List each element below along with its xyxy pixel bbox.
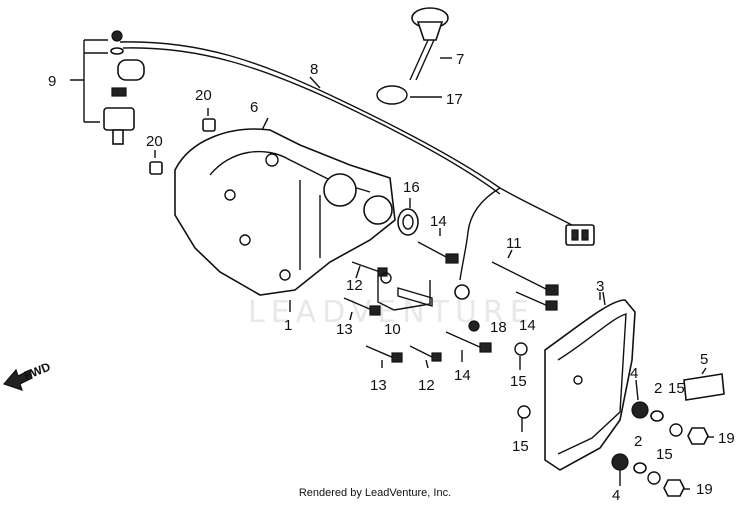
callout-12b: 12 — [418, 377, 435, 394]
washer-12 — [380, 272, 392, 284]
callout-17: 17 — [446, 91, 463, 108]
harness-connector — [565, 224, 595, 246]
washer-top — [110, 47, 124, 55]
callout-14c: 14 — [454, 367, 471, 384]
callout-11: 11 — [506, 235, 522, 252]
callout-3: 3 — [596, 278, 604, 295]
forward-arrow-icon: FWD — [2, 359, 53, 391]
callout-13b: 13 — [370, 377, 387, 394]
callout-6: 6 — [250, 99, 258, 116]
o-ring-17 — [376, 85, 408, 105]
callout-14a: 14 — [430, 213, 447, 230]
nut-19a — [687, 427, 709, 445]
callout-9: 9 — [48, 73, 56, 90]
switch-cap — [117, 59, 145, 81]
callout-7: 7 — [456, 51, 464, 68]
collar-2a — [650, 410, 664, 422]
dowel-pin-20a — [202, 118, 216, 132]
switch-thread — [112, 129, 124, 145]
wire-harness-8 — [119, 41, 586, 281]
callout-15b: 15 — [512, 438, 529, 455]
callout-15d: 15 — [656, 446, 673, 463]
callout-2b: 2 — [634, 433, 642, 450]
bolt-12b — [409, 345, 442, 362]
callout-2a: 2 — [654, 380, 662, 397]
dowel-pin-20b — [149, 161, 163, 175]
footer-credit: Rendered by LeadVenture, Inc. — [298, 487, 452, 499]
callout-12a: 12 — [346, 277, 363, 294]
label-plate-5 — [683, 373, 725, 401]
bolt-14a — [417, 241, 459, 264]
watermark: LEADVENTURE — [248, 295, 535, 330]
bolt-12a — [351, 261, 388, 277]
callout-13a: 13 — [336, 321, 353, 338]
callout-15c: 15 — [668, 380, 685, 397]
washer-15a — [514, 342, 528, 356]
callout-1: 1 — [284, 317, 292, 334]
switch-terminal — [111, 87, 127, 97]
callout-15a: 15 — [510, 373, 527, 390]
collar-2b — [633, 462, 647, 474]
callout-18: 18 — [490, 319, 507, 336]
callout-19b: 19 — [696, 481, 713, 498]
callout-4a: 4 — [630, 365, 638, 382]
callout-16: 16 — [403, 179, 420, 196]
wire-grommet — [454, 284, 470, 300]
sprocket-cover — [544, 299, 636, 471]
callout-10: 10 — [384, 321, 401, 338]
callout-8: 8 — [310, 61, 318, 78]
bolt-11 — [491, 261, 559, 296]
callout-5: 5 — [700, 351, 708, 368]
washer-15d — [647, 471, 661, 485]
washer-15b — [517, 405, 531, 419]
washer-15c — [669, 423, 683, 437]
bolt-13b — [365, 345, 403, 363]
wire-clamp — [397, 287, 433, 307]
collar-4a — [631, 401, 649, 419]
callout-4b: 4 — [612, 487, 620, 504]
nut-19b — [663, 479, 685, 497]
fwd-label: FWD — [22, 359, 53, 382]
bolt-14b — [515, 291, 558, 311]
nut-18 — [468, 320, 480, 332]
bolt-13a — [343, 297, 381, 316]
oil-seal-16 — [397, 208, 419, 236]
neutral-switch — [103, 107, 135, 131]
bolt-14c — [445, 331, 492, 353]
crankcase-cover — [174, 128, 396, 296]
callout-14b: 14 — [519, 317, 536, 334]
callout-19a: 19 — [718, 430, 735, 447]
callout-20b: 20 — [146, 133, 163, 150]
callout-20a: 20 — [195, 87, 212, 104]
nut-top — [111, 30, 123, 42]
collar-4b — [611, 453, 629, 471]
